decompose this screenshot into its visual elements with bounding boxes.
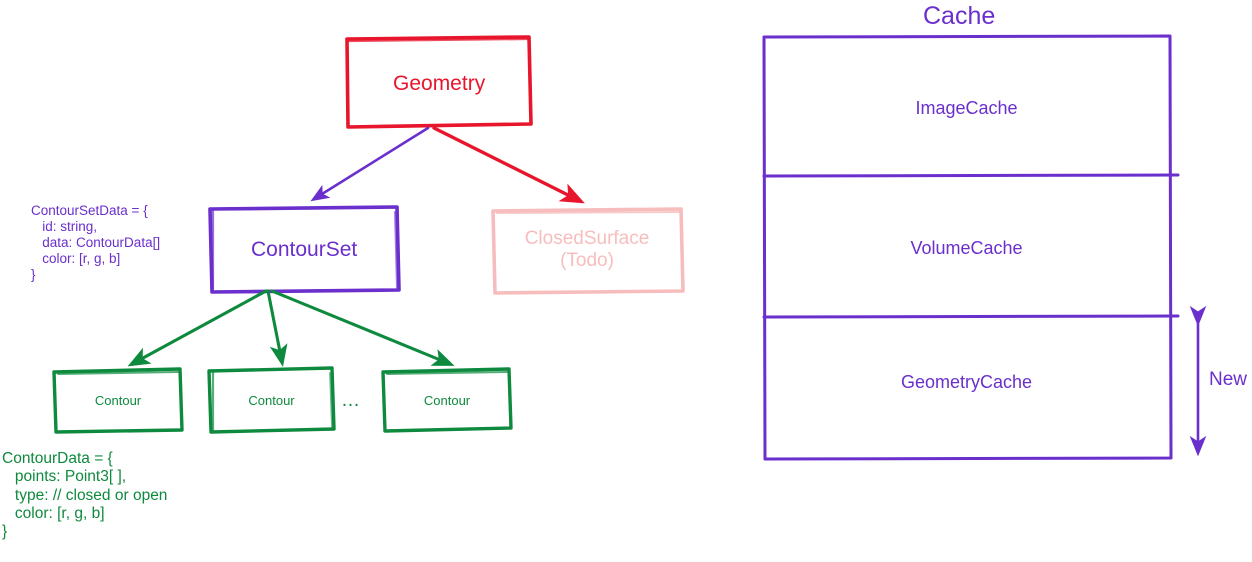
cache-row-label-image: ImageCache [915, 98, 1018, 118]
arrow-contourset-to-contour-2 [266, 289, 288, 367]
contour-set-data-annotation: ContourSetData = { id: string, data: Con… [31, 203, 161, 282]
arrow-geometry-to-contourset [310, 126, 430, 202]
arrow-contourset-to-contour-3 [270, 289, 455, 366]
cache-row-label-volume: VolumeCache [910, 238, 1023, 258]
new-marker-label: New [1209, 369, 1248, 390]
contour-set-label: ContourSet [251, 238, 358, 261]
arrow-contourset-to-contour-1 [127, 289, 268, 367]
contour-label-3: Contour [423, 393, 471, 408]
contour-box-3[interactable] [381, 367, 513, 433]
cache-divider-2 [762, 314, 1180, 319]
geometry-box[interactable] [345, 35, 533, 129]
closed-surface-label: ClosedSurface (Todo) [524, 228, 650, 272]
contour-set-box[interactable] [208, 205, 401, 294]
geometry-label: Geometry [393, 72, 486, 95]
cache-panel[interactable] [762, 34, 1180, 461]
cache-title: Cache [923, 2, 996, 30]
cache-row-label-geometry: GeometryCache [900, 372, 1033, 392]
contour-label-1: Contour [94, 393, 142, 408]
contour-ellipsis: … [341, 390, 360, 411]
cache-divider-1 [762, 173, 1180, 178]
contour-box-2[interactable] [207, 366, 336, 434]
closed-surface-box[interactable] [491, 207, 685, 295]
contour-data-annotation: ContourData = { points: Point3[ ], type:… [2, 450, 168, 541]
contour-box-1[interactable] [52, 367, 184, 434]
contour-label-2: Contour [248, 393, 295, 408]
arrow-geometry-to-closedsurface [432, 126, 585, 204]
